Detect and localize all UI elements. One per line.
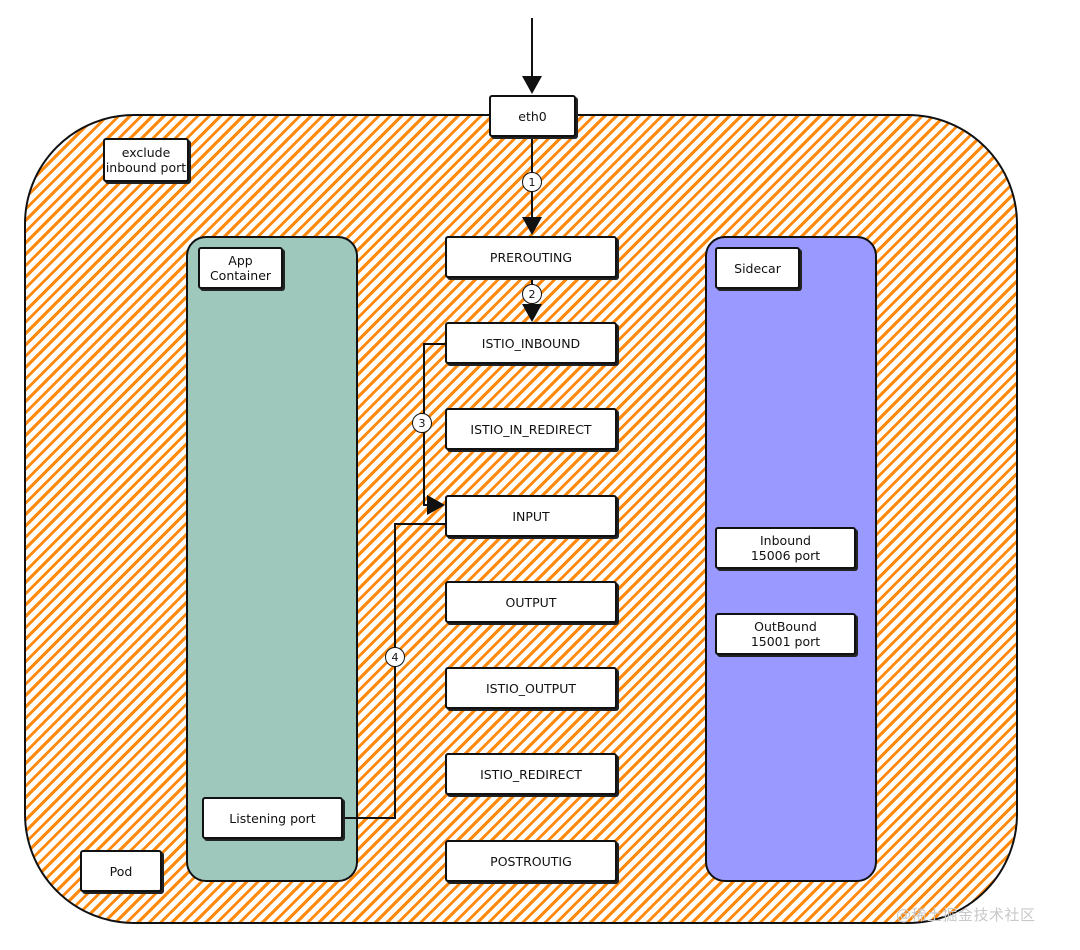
chain-output: OUTPUT (445, 581, 617, 623)
pod-label-box: Pod (80, 850, 162, 892)
sidecar-label: Sidecar (734, 260, 781, 276)
step-marker-3: 3 (412, 413, 432, 433)
sidecar-inbound-port-label: Inbound 15006 port (750, 533, 821, 563)
watermark: @稀土掘金技术社区 (896, 906, 1036, 924)
chain-istio-output: ISTIO_OUTPUT (445, 667, 617, 709)
step-number: 1 (528, 175, 536, 189)
eth0-label: eth0 (518, 108, 547, 124)
step-number: 2 (528, 287, 536, 301)
input-to-listening-port-line (345, 523, 445, 819)
chain-label: PREROUTING (489, 249, 573, 265)
listening-port-box: Listening port (202, 797, 343, 839)
app-container-label-box: App Container (198, 247, 283, 289)
chain-istio-in-redirect: ISTIO_IN_REDIRECT (445, 408, 617, 450)
chain-istio-inbound: ISTIO_INBOUND (445, 322, 617, 364)
sidecar-label-box: Sidecar (715, 247, 800, 289)
eth0-box: eth0 (489, 95, 576, 137)
chain-prerouting: PREROUTING (445, 236, 617, 278)
chain-label: OUTPUT (505, 594, 557, 610)
chain-istio-redirect: ISTIO_REDIRECT (445, 753, 617, 795)
pod-label: Pod (109, 863, 133, 879)
chain-label: ISTIO_OUTPUT (486, 680, 576, 696)
step-marker-4: 4 (385, 647, 405, 667)
chain-label: ISTIO_IN_REDIRECT (470, 421, 592, 437)
step-number: 3 (418, 416, 426, 430)
chain-postroutig: POSTROUTIG (445, 840, 617, 882)
app-container-label: App Container (209, 253, 272, 283)
chain-label: ISTIO_INBOUND (481, 335, 581, 351)
step-marker-2: 2 (522, 284, 542, 304)
sidecar-inbound-port-box: Inbound 15006 port (715, 527, 856, 569)
exclude-inbound-port-box: exclude inbound port (103, 138, 189, 182)
app-container-panel (186, 236, 358, 882)
chain-label: INPUT (512, 508, 550, 524)
exclude-inbound-port-label: exclude inbound port (105, 145, 187, 175)
chain-label: ISTIO_REDIRECT (480, 766, 582, 782)
step-number: 4 (391, 650, 399, 664)
sidecar-outbound-port-box: OutBound 15001 port (715, 613, 856, 655)
chain-input: INPUT (445, 495, 617, 537)
sidecar-outbound-port-label: OutBound 15001 port (750, 619, 821, 649)
chain-label: POSTROUTIG (490, 853, 572, 869)
step-marker-1: 1 (522, 172, 542, 192)
listening-port-label: Listening port (229, 810, 316, 826)
